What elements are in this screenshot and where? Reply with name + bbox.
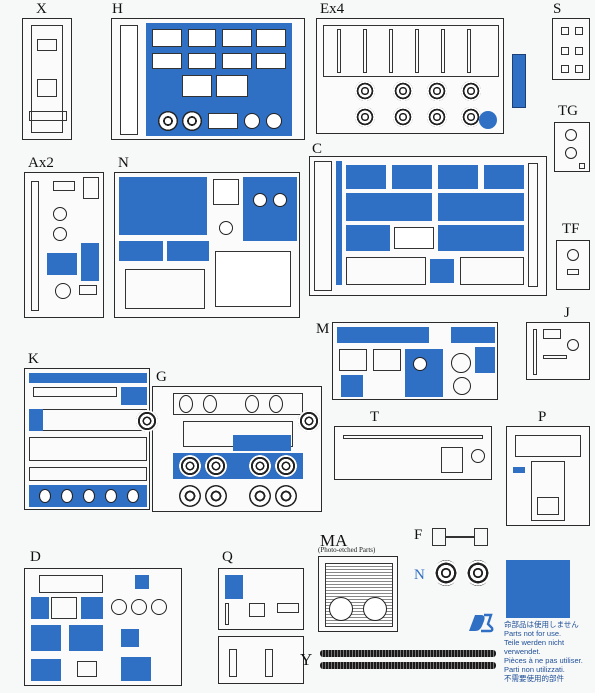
sprue-label-t: T <box>370 409 380 425</box>
sprue-j <box>526 322 590 380</box>
sprue-label-h: H <box>112 1 123 17</box>
sprue-q-lower <box>218 636 304 684</box>
legend-line-de: Teile werden nicht verwendet. <box>504 638 565 656</box>
sprue-label-n-upper: N <box>118 155 129 171</box>
sprue-label-tg: TG <box>558 103 578 119</box>
sprue-ax2 <box>24 172 104 318</box>
sprue-label-c: C <box>312 141 323 157</box>
ex4-side-part <box>512 54 526 108</box>
sprue-label-k: K <box>28 351 39 367</box>
sprue-label-q: Q <box>222 549 233 565</box>
ds-logo-icon <box>469 613 494 633</box>
sprue-label-y: Y <box>300 650 313 669</box>
sprue-label-m: M <box>316 321 330 337</box>
sprue-s <box>552 18 590 80</box>
sprue-g <box>152 386 322 512</box>
not-for-use-swatch <box>506 560 570 618</box>
sprue-p <box>506 426 590 526</box>
sprue-label-g: G <box>156 369 167 385</box>
not-for-use-legend: 命部品は使用しません Parts not for use. Teile werd… <box>504 620 592 683</box>
sprue-label-n-lower: N <box>414 567 425 583</box>
n-lower-wheel-2 <box>466 560 490 586</box>
sprue-q <box>218 568 304 630</box>
legend-line-zh: 不需要使用的部件 <box>504 674 564 683</box>
sprue-label-d: D <box>30 549 41 565</box>
sprue-ex4 <box>316 18 504 134</box>
sprue-k <box>24 368 150 510</box>
sprue-label-p: P <box>538 409 547 425</box>
legend-line-ja: 命部品は使用しません <box>504 620 579 629</box>
sprue-label-tf: TF <box>562 221 580 237</box>
sprue-t <box>334 426 492 480</box>
sprue-f <box>428 524 494 552</box>
g-side-wheel-left <box>136 410 158 432</box>
n-lower-wheel-1 <box>434 560 458 586</box>
sprue-d <box>24 568 182 686</box>
sprue-label-ex4: Ex4 <box>320 1 345 17</box>
legend-line-en: Parts not for use. <box>504 629 562 638</box>
sprue-tg <box>554 122 590 172</box>
sprue-label-ax2: Ax2 <box>28 155 54 171</box>
sprue-tf <box>556 240 590 290</box>
sprue-label-f: F <box>414 527 423 543</box>
sprue-ma-photo-etched <box>318 556 398 632</box>
g-side-wheel-right <box>298 410 320 432</box>
sprue-label-ma: MA <box>320 531 348 550</box>
y-spring-lower <box>320 662 496 669</box>
ds-logo <box>466 612 494 634</box>
sprue-m <box>332 322 498 400</box>
sprue-h <box>111 18 305 140</box>
sprue-label-x: X <box>36 1 47 17</box>
y-spring-upper <box>320 650 496 657</box>
sprue-label-j: J <box>564 305 570 321</box>
legend-line-fr: Pièces à ne pas utiliser. <box>504 656 583 665</box>
legend-line-it: Parti non utilizzati. <box>504 665 565 674</box>
sprue-label-s: S <box>553 1 562 17</box>
sprue-n-upper <box>114 172 300 318</box>
ma-subtitle: (Photo-etched Parts) <box>318 546 376 554</box>
sprue-x <box>22 18 72 140</box>
sprue-c <box>309 156 547 296</box>
